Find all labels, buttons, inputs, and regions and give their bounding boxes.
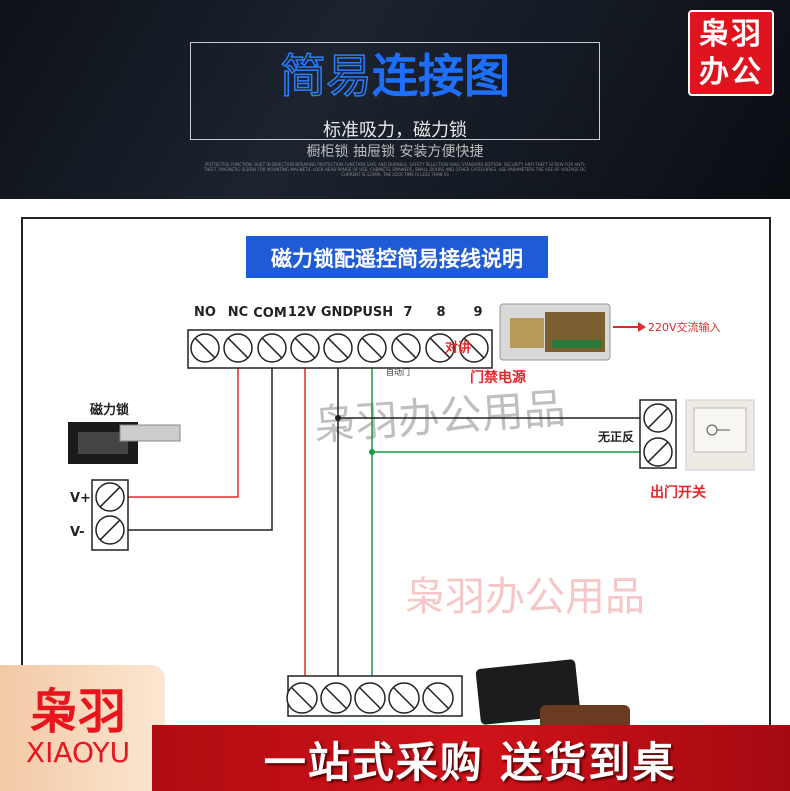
page-title: 简易连接图 — [0, 48, 790, 104]
screw-slot — [361, 337, 383, 359]
no-polarity-label: 无正反 — [597, 429, 634, 444]
screw-slot — [426, 686, 450, 710]
header-frame — [190, 42, 600, 140]
footer-banner — [152, 725, 790, 791]
screw-slot — [99, 486, 121, 508]
brand-logo: 枭羽办公 — [688, 10, 774, 96]
vminus-label: V- — [70, 525, 85, 540]
controller-terminal-labels: NO NC COM 12V GND PUSH 7 8 9 — [194, 305, 482, 321]
screw-slot — [261, 337, 283, 359]
subtitle-uses: 橱柜锁 抽屉锁 安装方便快捷 — [306, 144, 484, 160]
vplus-label: V+ — [70, 491, 91, 506]
title-light: 简易 — [279, 48, 373, 104]
screw-slot — [290, 686, 314, 710]
header-banner: 简易连接图 标准吸力，磁力锁 橱柜锁 抽屉锁 安装方便快捷 PROTECTIVE… — [0, 0, 790, 199]
title-banner — [246, 236, 548, 278]
wiring-diagram: 枭羽办公用品 枭羽办公用品 磁力锁配遥控简易接线说明 NO NC COM 12V… — [21, 217, 771, 759]
screw-slot — [327, 337, 349, 359]
terminal-label: NO — [194, 305, 216, 320]
intercom-label: 对讲 — [445, 340, 471, 356]
screw-slot — [395, 337, 417, 359]
terminal-label: NC — [228, 305, 248, 320]
auto-door-label: 自动门 — [386, 367, 410, 377]
wire-nc-vplus — [128, 362, 239, 498]
screw-slot — [647, 441, 669, 463]
screw-slot — [324, 686, 348, 710]
terminal-label: 8 — [436, 305, 445, 320]
power-supply-image — [499, 303, 611, 361]
terminal-label: PUSH — [353, 305, 393, 320]
junction-dot — [335, 415, 341, 421]
terminal-label: 9 — [473, 305, 482, 320]
receiver-screws — [286, 682, 454, 714]
ac-input-label: 220V交流输入 — [648, 320, 721, 334]
screw-slot — [227, 337, 249, 359]
screw-slot — [429, 337, 451, 359]
switch-screws — [643, 403, 673, 467]
terminal-label: GND — [321, 305, 354, 320]
title-bold: 连接图 — [372, 49, 510, 103]
junction-dot — [369, 449, 375, 455]
exit-switch-image — [685, 399, 755, 471]
remote-receiver-image — [475, 659, 630, 735]
screw-slot — [194, 337, 216, 359]
terminal-label: 12V — [288, 305, 316, 320]
title-banner-text: 磁力锁配遥控简易接线说明 — [271, 247, 523, 271]
maglock-image — [68, 422, 181, 464]
power-supply-label: 门禁电源 — [470, 369, 526, 386]
controller-screws — [190, 333, 489, 363]
arrow-head-icon — [638, 322, 646, 332]
logo-line1: 枭羽 — [699, 17, 763, 52]
subtitle: 标准吸力，磁力锁 — [323, 120, 467, 141]
maglock-screws — [95, 482, 125, 545]
terminal-label: 7 — [403, 305, 412, 320]
screw-slot — [358, 686, 382, 710]
screw-slot — [99, 519, 121, 541]
wire-com-vminus — [128, 362, 273, 531]
footer-slogan: 一站式采购 送货到桌 — [263, 738, 677, 787]
footer-logo-panel — [0, 665, 165, 791]
screw-slot — [463, 337, 485, 359]
screw-slot — [392, 686, 416, 710]
watermark-top: 枭羽办公用品 — [405, 574, 645, 620]
screw-slot — [647, 407, 669, 429]
watermark-middle: 枭羽办公用品 — [312, 384, 567, 450]
footer-brand-en: XIAOYU — [25, 736, 131, 769]
footer-brand-cn: 枭羽 — [29, 684, 126, 740]
maglock-label: 磁力锁 — [90, 402, 129, 418]
fine-print: PROTECTIVE FUNCTION. BUILT IN DIRECTION … — [203, 162, 587, 177]
terminal-label: COM — [253, 306, 287, 321]
exit-switch-label: 出门开关 — [650, 484, 706, 501]
screw-slot — [294, 337, 316, 359]
wires — [128, 362, 645, 690]
logo-line2: 办公 — [699, 55, 763, 90]
